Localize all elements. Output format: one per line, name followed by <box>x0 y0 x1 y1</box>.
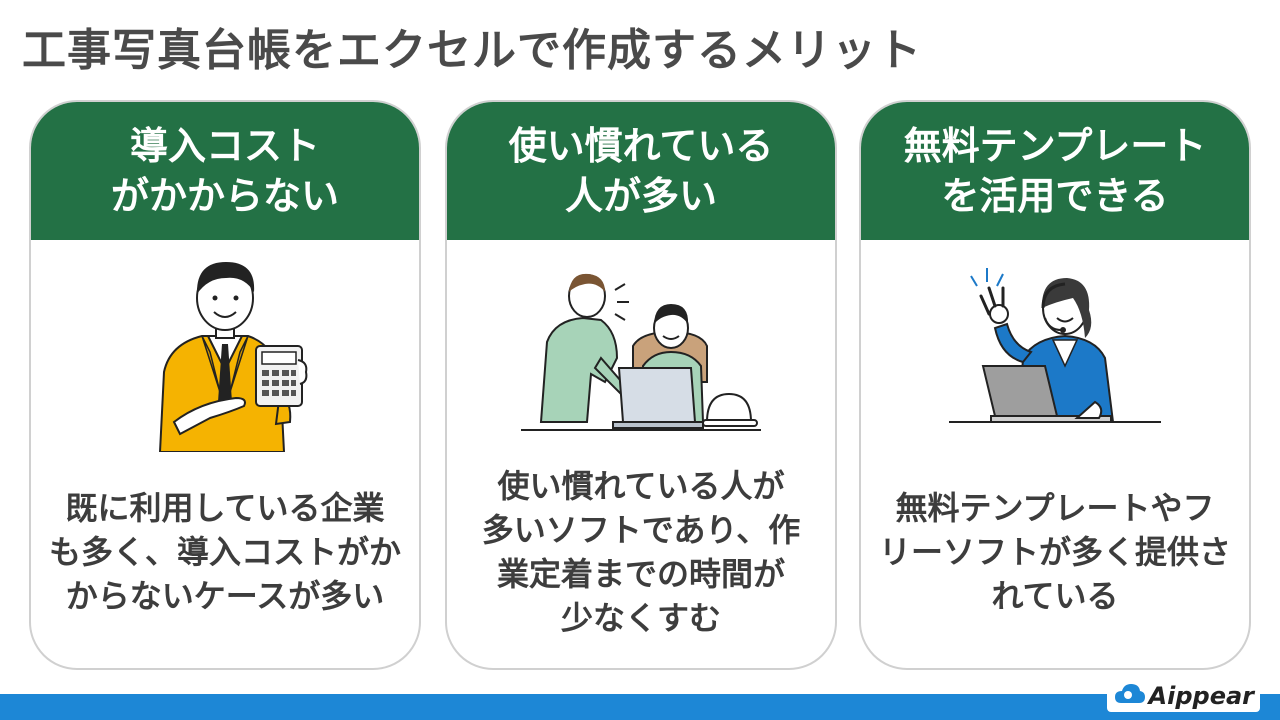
benefit-card-low-cost: 導入コスト がかからない <box>29 100 421 670</box>
card-description-line: 多いソフトであり、作 <box>481 511 801 549</box>
card-header-line: 導入コスト <box>129 124 320 168</box>
card-description-line: れている <box>991 577 1119 615</box>
logo-text: Aippear <box>1148 682 1254 710</box>
card-description-line: 少なくすむ <box>560 599 721 637</box>
card-header: 導入コスト がかからない <box>31 102 419 240</box>
card-description-line: も多く、導入コストがか <box>48 533 401 571</box>
card-description-line: 使い慣れている人が <box>497 467 785 505</box>
support-operator-ok-sign-icon <box>861 252 1249 452</box>
card-description: 無料テンプレートやフ リーソフトが多く提供さ れている <box>861 462 1249 642</box>
brand-logo: Aippear <box>1106 680 1260 712</box>
card-header-line: 使い慣れている <box>508 124 774 168</box>
businessman-with-calculator-icon <box>31 252 419 452</box>
card-header-line: を活用できる <box>941 174 1169 218</box>
card-description-line: 無料テンプレートやフ <box>895 489 1215 527</box>
card-header: 無料テンプレート を活用できる <box>861 102 1249 240</box>
card-description: 既に利用している企業 も多く、導入コストがか からないケースが多い <box>31 462 419 642</box>
benefit-card-familiar: 使い慣れている 人が多い <box>445 100 837 670</box>
construction-workers-at-laptop-icon <box>447 252 835 452</box>
benefit-card-free-templates: 無料テンプレート を活用できる <box>859 100 1251 670</box>
card-header: 使い慣れている 人が多い <box>447 102 835 240</box>
page-title: 工事写真台帳をエクセルで作成するメリット <box>22 25 922 76</box>
card-header-line: 人が多い <box>564 174 717 218</box>
card-header-line: がかからない <box>110 174 339 218</box>
card-description-line: からないケースが多い <box>65 577 385 615</box>
card-description-line: リーソフトが多く提供さ <box>878 533 1231 571</box>
card-description: 使い慣れている人が 多いソフトであり、作 業定着までの時間が 少なくすむ <box>447 462 835 642</box>
card-header-line: 無料テンプレート <box>903 124 1207 168</box>
card-description-line: 既に利用している企業 <box>65 489 385 527</box>
cloud-logo-icon <box>1114 683 1145 709</box>
footer-bar <box>0 694 1280 720</box>
card-description-line: 業定着までの時間が <box>496 555 785 593</box>
